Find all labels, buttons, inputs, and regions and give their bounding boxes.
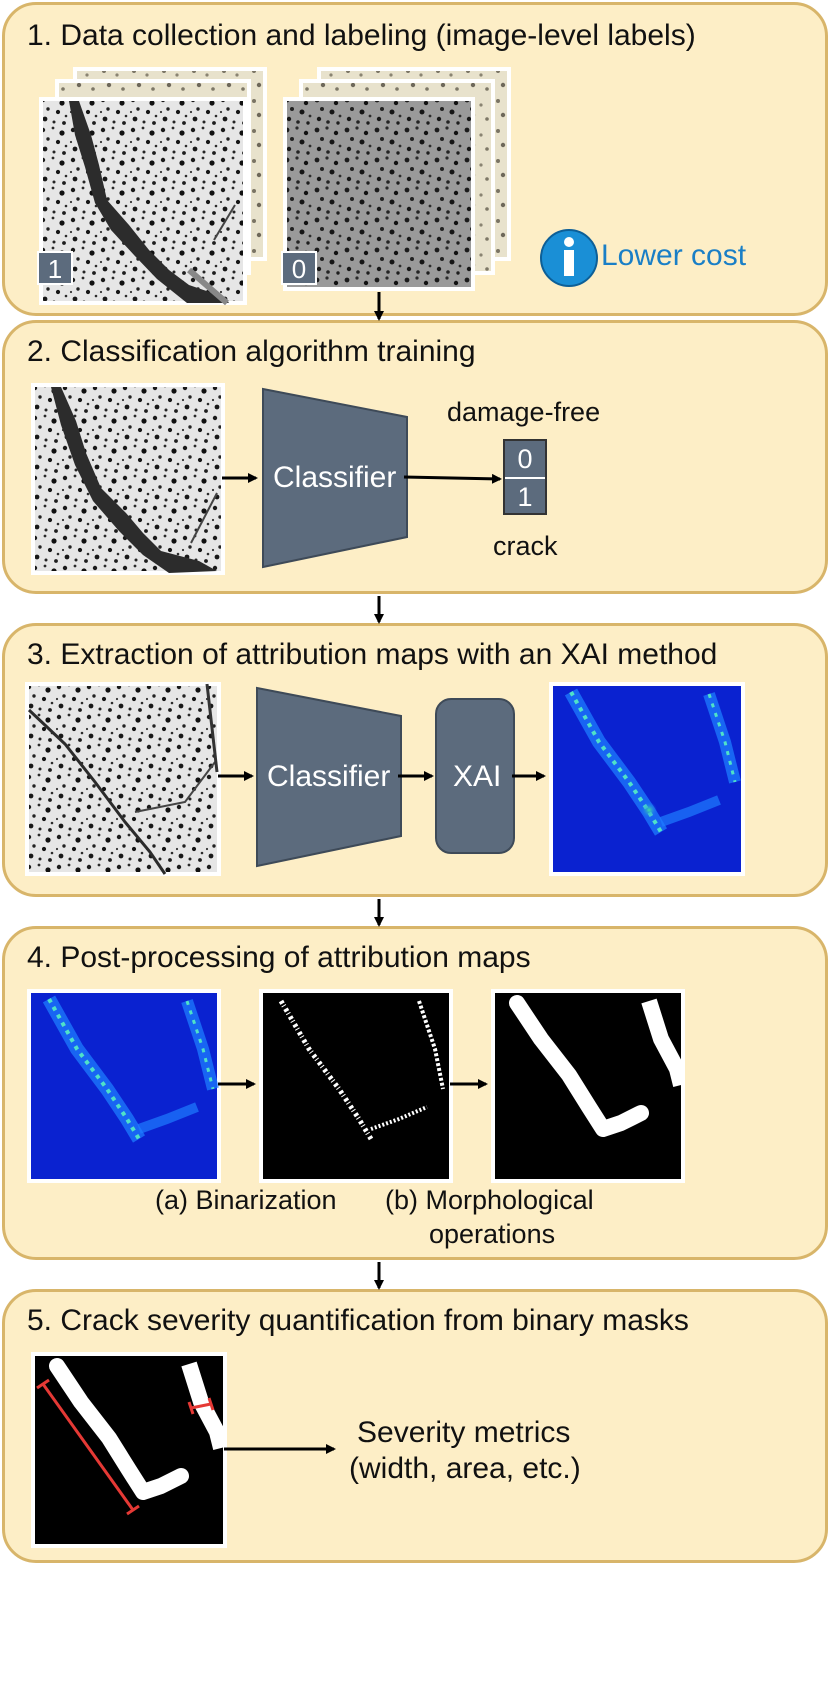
output-label-crack: crack [493,531,558,561]
step4-title: 4. Post-processing of attribution maps [27,941,531,974]
caption-morphological-line1: (b) Morphological [385,1185,594,1215]
damage-free-image-stack [283,67,511,291]
step2-title: 2. Classification algorithm training [27,335,476,368]
binary-mask-cleaned [491,989,685,1183]
width-measure-line [190,1402,212,1410]
output-vector: 0 1 [503,439,547,515]
classifier-label-3: Classifier [267,760,391,793]
step3-panel: 3. Extraction of attribution maps with a… [2,623,828,897]
training-crack-image [31,383,225,575]
step3-title: 3. Extraction of attribution maps with a… [27,638,718,671]
output-cell-1: 1 [517,482,533,512]
label-crack-value: 1 [47,254,63,284]
label-badge-crack: 1 [37,251,73,285]
severity-metrics-line2: (width, area, etc.) [349,1452,581,1485]
xai-label: XAI [453,760,502,793]
info-text: Lower cost [601,239,747,272]
step4-panel: 4. Post-processing of attribution maps (… [2,926,828,1260]
severity-metrics-line1: Severity metrics [357,1416,571,1449]
attribution-map-4 [27,989,221,1183]
measured-binary-mask [31,1352,227,1548]
attribution-map-3 [549,682,745,876]
crack-image-stack [39,67,267,306]
output-cell-0: 0 [505,441,545,479]
classifier-label-2: Classifier [273,461,397,494]
step1-title: 1. Data collection and labeling (image-l… [27,19,696,52]
input-crack-image-3 [25,682,221,876]
step2-panel: 2. Classification algorithm training Cla… [2,320,828,594]
caption-binarization: (a) Binarization [155,1185,337,1215]
output-label-damage-free: damage-free [447,397,601,427]
step1-panel: 1. Data collection and labeling (image-l… [2,2,828,316]
binary-mask-speckled [259,989,453,1183]
step5-title: 5. Crack severity quantification from bi… [27,1304,689,1337]
label-badge-free: 0 [281,251,317,285]
step5-panel: 5. Crack severity quantification from bi… [2,1289,828,1563]
info-icon [540,229,598,287]
label-free-value: 0 [291,254,307,284]
length-measure-line [41,1383,135,1511]
classifier-block-2 [262,387,408,569]
caption-morphological-line2: operations [429,1219,556,1249]
classifier-block-3 [256,686,402,868]
